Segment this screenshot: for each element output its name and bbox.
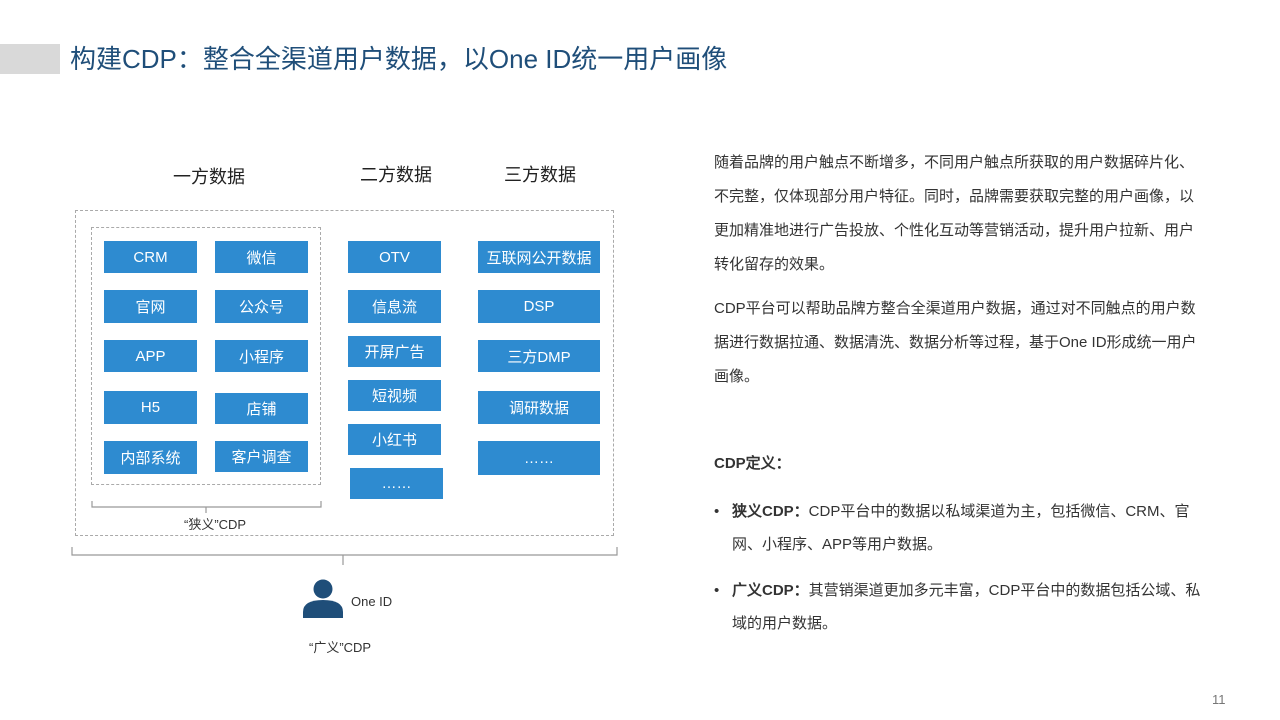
data-box-second-more: ……: [350, 468, 443, 499]
definition-term-broad: 广义CDP：: [732, 582, 809, 599]
definition-term-narrow: 狭义CDP：: [732, 503, 809, 520]
data-box-short-video: 短视频: [348, 380, 441, 411]
data-box-research-data: 调研数据: [478, 391, 600, 424]
data-box-customer-survey: 客户调查: [215, 441, 308, 472]
broad-cdp-label: “广义”CDP: [309, 640, 372, 655]
one-id-label: One ID: [351, 594, 393, 609]
narrow-cdp-frame: [91, 227, 321, 485]
data-box-dsp: DSP: [478, 290, 600, 323]
data-box-internal-system: 内部系统: [104, 441, 197, 474]
broad-cdp-frame: [75, 210, 614, 536]
narrow-cdp-label: “狭义”CDP: [184, 517, 247, 532]
definition-narrow: • 狭义CDP：CDP平台中的数据以私域渠道为主，包括微信、CRM、官网、小程序…: [714, 495, 1209, 561]
data-box-official-account: 公众号: [215, 290, 308, 323]
bullet-dot: •: [714, 582, 720, 599]
broad-cdp-brace: [71, 547, 618, 565]
column-header-third-party: 三方数据: [504, 165, 576, 185]
data-box-third-more: ……: [478, 441, 600, 475]
definition-broad: • 广义CDP：其营销渠道更加多元丰富，CDP平台中的数据包括公域、私域的用户数…: [714, 574, 1209, 640]
data-box-crm: CRM: [104, 241, 197, 273]
page-title: 构建CDP：整合全渠道用户数据，以One ID统一用户画像: [70, 44, 728, 74]
data-box-feed: 信息流: [348, 290, 441, 323]
title-accent-bar: [0, 44, 60, 74]
data-box-website: 官网: [104, 290, 197, 323]
definition-text-broad: 其营销渠道更加多元丰富，CDP平台中的数据包括公域、私域的用户数据。: [732, 582, 1201, 632]
page-number: 11: [1212, 692, 1226, 707]
data-box-public-internet-data: 互联网公开数据: [478, 241, 600, 273]
data-box-xiaohongshu: 小红书: [348, 424, 441, 455]
data-box-wechat: 微信: [215, 241, 308, 273]
data-box-app: APP: [104, 340, 197, 372]
data-box-h5: H5: [104, 391, 197, 424]
definition-heading: CDP定义：: [714, 455, 791, 472]
data-box-store: 店铺: [215, 393, 308, 424]
column-header-first-party: 一方数据: [173, 167, 245, 187]
intro-paragraph-1: 随着品牌的用户触点不断增多，不同用户触点所获取的用户数据碎片化、不完整，仅体现部…: [714, 154, 1195, 273]
data-box-splash-ad: 开屏广告: [348, 336, 441, 367]
column-header-second-party: 二方数据: [360, 165, 432, 185]
data-box-otv: OTV: [348, 241, 441, 273]
user-icon: [303, 579, 343, 618]
definition-text-narrow: CDP平台中的数据以私域渠道为主，包括微信、CRM、官网、小程序、APP等用户数…: [732, 503, 1190, 553]
data-box-mini-program: 小程序: [215, 340, 308, 372]
narrow-cdp-brace: [91, 501, 322, 513]
data-box-third-party-dmp: 三方DMP: [478, 340, 600, 372]
intro-paragraph-2: CDP平台可以帮助品牌方整合全渠道用户数据，通过对不同触点的用户数据进行数据拉通…: [714, 300, 1197, 385]
bullet-dot: •: [714, 503, 720, 520]
